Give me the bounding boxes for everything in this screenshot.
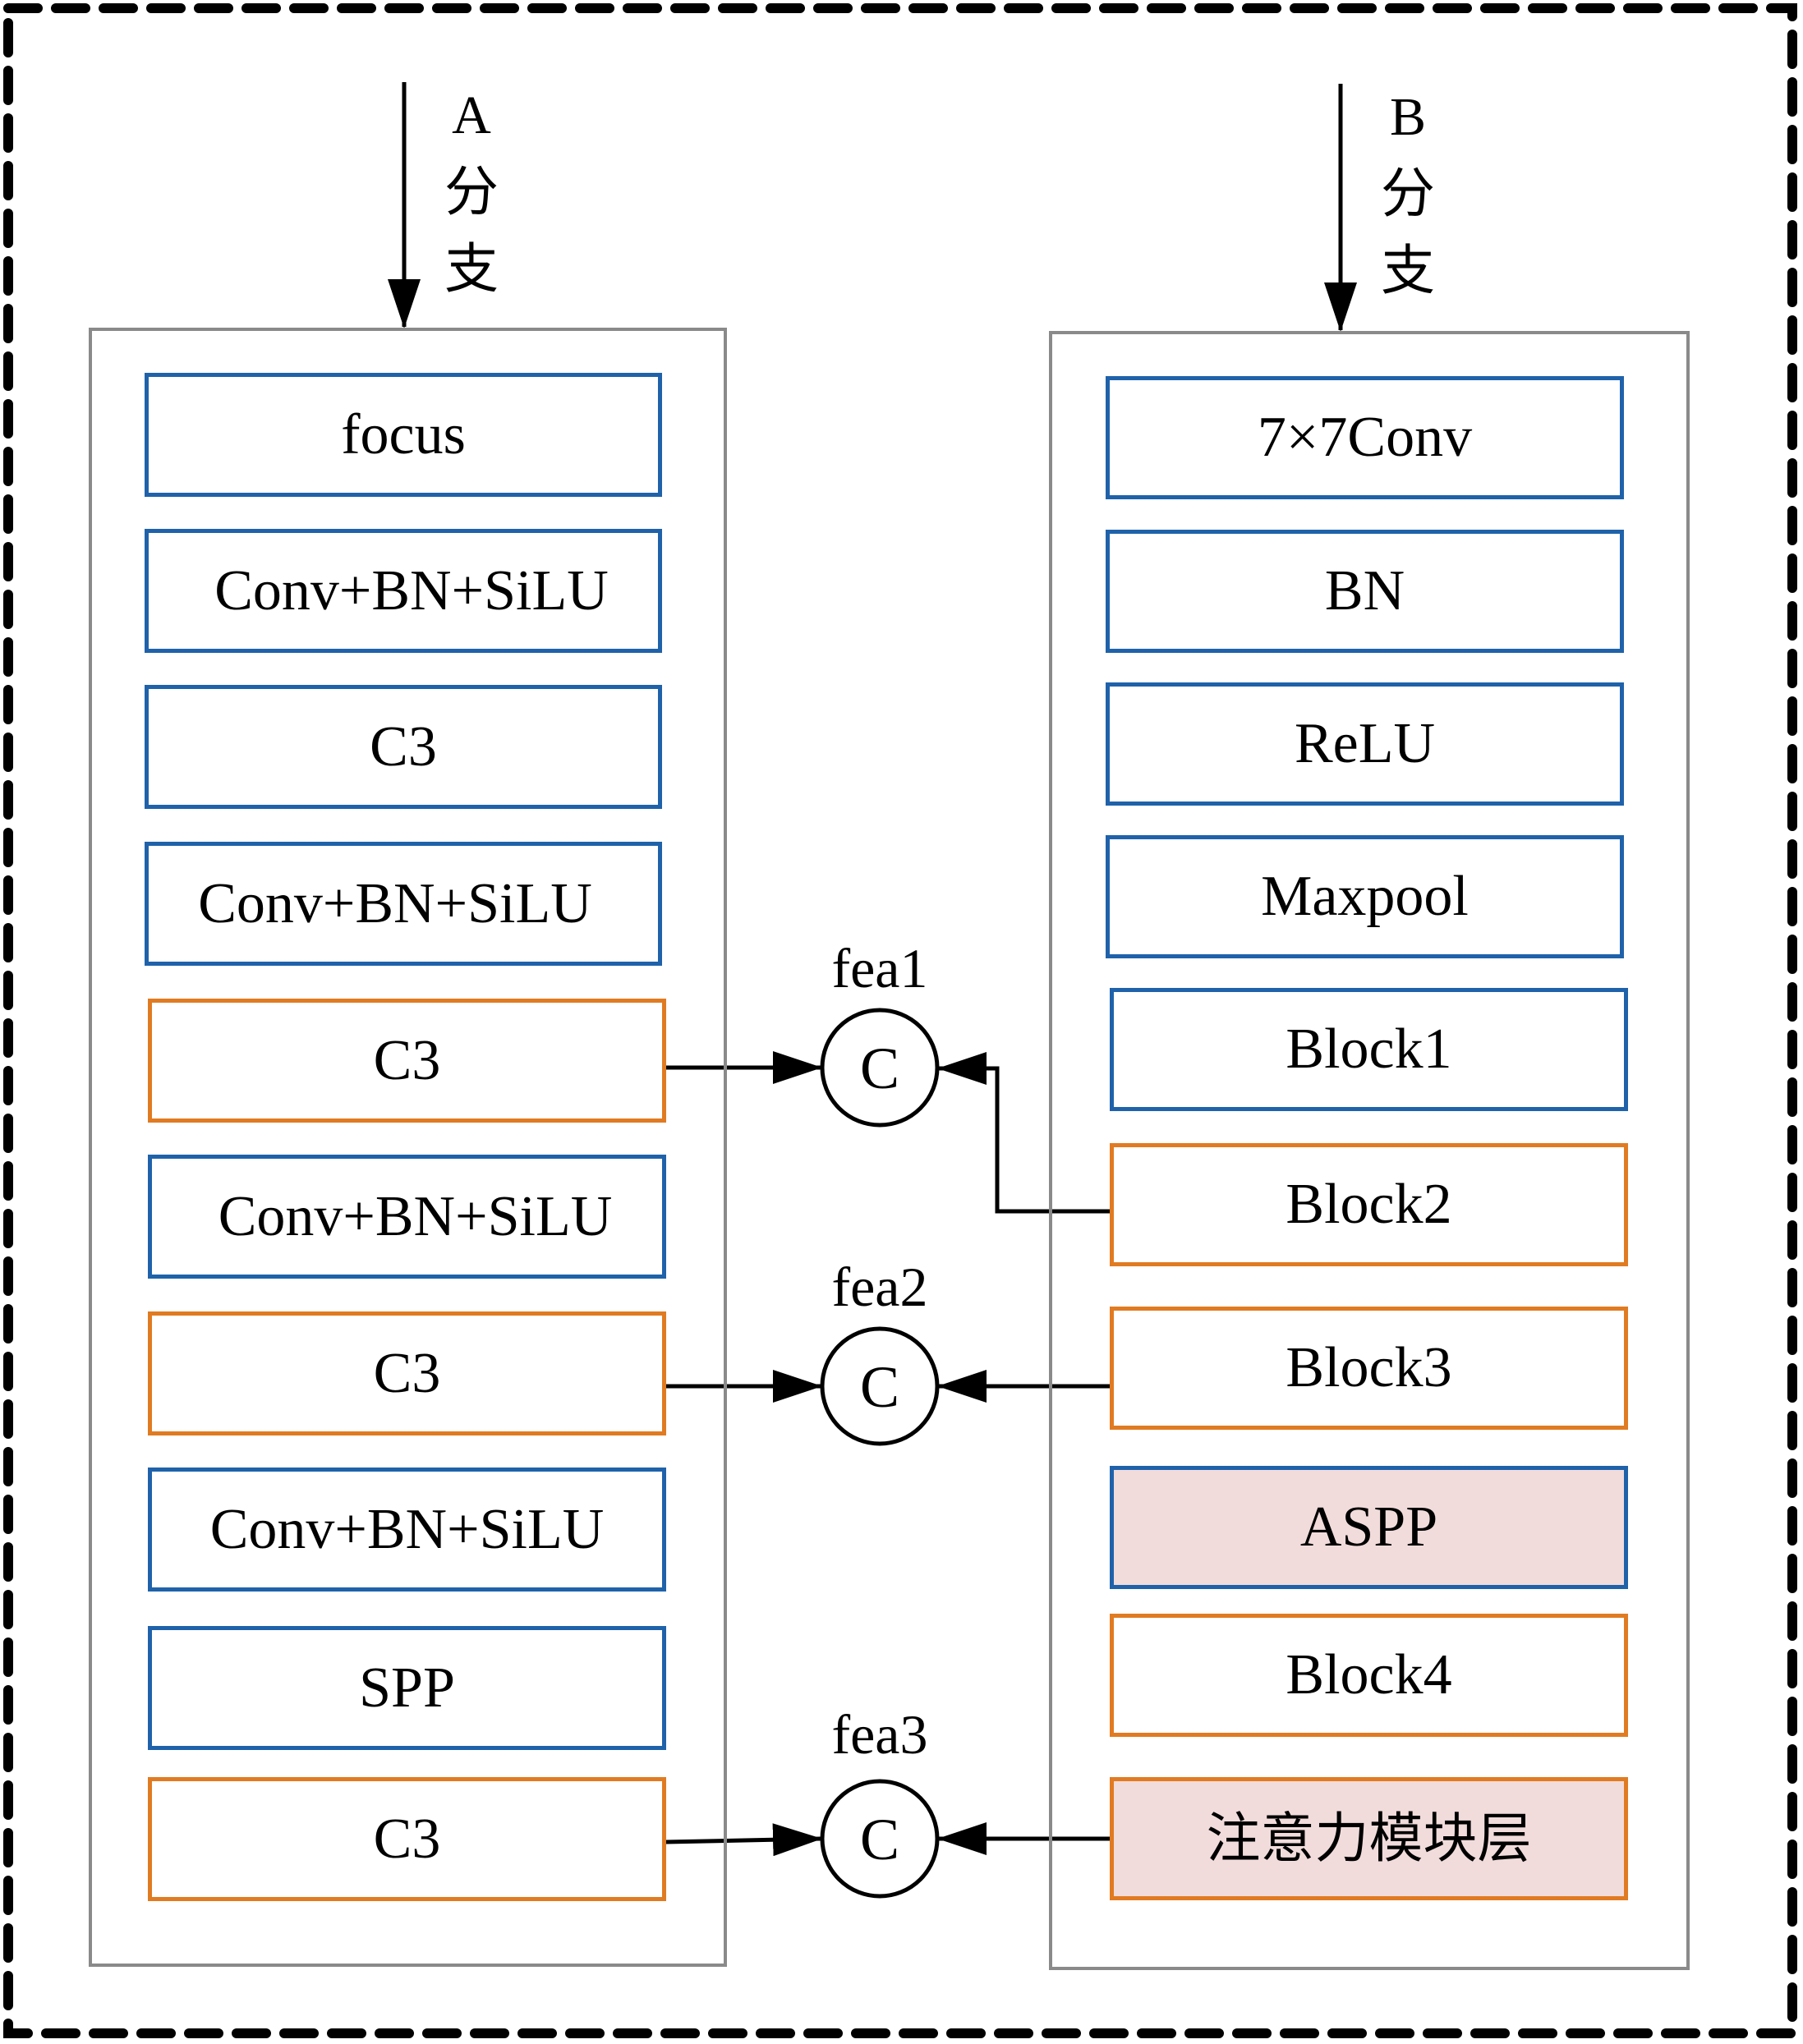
fea1-arrow-from-b <box>937 1052 1113 1214</box>
fea1-label: fea1 <box>831 937 927 999</box>
branch-b-char-2: 支 <box>1381 241 1435 301</box>
block-label: Conv+BN+SiLU <box>198 871 592 935</box>
branch-b-block-block2[interactable]: Block2 <box>1110 1143 1628 1266</box>
branch-b-block-7x7conv[interactable]: 7×7Conv <box>1106 376 1624 499</box>
block-label: Block1 <box>1286 1017 1452 1081</box>
branch-a-block-conv-bn-silu-1[interactable]: Conv+BN+SiLU <box>145 529 662 653</box>
branch-b-block-block3[interactable]: Block3 <box>1110 1307 1628 1430</box>
block-label: Conv+BN+SiLU <box>214 558 609 622</box>
branch-a-block-c3-2[interactable]: C3 <box>148 999 666 1123</box>
branch-b-block-block1[interactable]: Block1 <box>1110 988 1628 1111</box>
branch-a-block-conv-bn-silu-2[interactable]: Conv+BN+SiLU <box>145 842 662 966</box>
block-label: BN <box>1324 559 1405 622</box>
fusion-node-fea1: C <box>820 1008 940 1128</box>
outer-dashed-frame <box>3 3 1797 2038</box>
block-label: 注意力模块层 <box>1206 1807 1532 1870</box>
fea2-label: fea2 <box>831 1256 927 1318</box>
branch-a-block-c3-4[interactable]: C3 <box>148 1777 666 1901</box>
branch-b-block-maxpool[interactable]: Maxpool <box>1106 835 1624 958</box>
block-label: ASPP <box>1299 1495 1438 1559</box>
branch-a-block-focus[interactable]: focus <box>145 373 662 497</box>
branch-b-label: B 分 支 <box>1375 90 1441 299</box>
branch-a-block-spp[interactable]: SPP <box>148 1626 666 1750</box>
block-label: Conv+BN+SiLU <box>218 1184 613 1248</box>
branch-a-block-conv-bn-silu-3[interactable]: Conv+BN+SiLU <box>148 1155 666 1279</box>
branch-a-block-conv-bn-silu-4[interactable]: Conv+BN+SiLU <box>148 1468 666 1592</box>
branch-b-block-relu[interactable]: ReLU <box>1106 682 1624 806</box>
branch-a-label: A 分 支 <box>439 89 504 297</box>
block-label: Conv+BN+SiLU <box>209 1497 605 1561</box>
branch-b-block-block4[interactable]: Block4 <box>1110 1614 1628 1737</box>
fea3-label: fea3 <box>831 1703 927 1766</box>
block-label: C3 <box>373 1807 441 1871</box>
branch-b-char-1: 分 <box>1381 164 1435 224</box>
branch-a-char-2: 支 <box>444 240 499 300</box>
block-label: C3 <box>373 1028 441 1092</box>
branch-a-char-1: 分 <box>444 163 499 223</box>
fusion-node-fea3: C <box>820 1779 940 1899</box>
block-label: ReLU <box>1294 712 1436 775</box>
fea3-arrow-from-a <box>665 1823 822 1857</box>
branch-b-block-bn[interactable]: BN <box>1106 530 1624 653</box>
branch-a-panel <box>89 328 727 1967</box>
branch-a-block-c3-1[interactable]: C3 <box>145 685 662 809</box>
block-label: SPP <box>359 1656 455 1720</box>
branch-b-block-aspp[interactable]: ASPP <box>1110 1466 1628 1589</box>
block-label: Block2 <box>1286 1173 1452 1236</box>
concat-symbol: C <box>860 1036 899 1101</box>
block-label: C3 <box>370 714 437 779</box>
concat-symbol: C <box>860 1807 899 1872</box>
block-label: Maxpool <box>1261 865 1469 928</box>
branch-b-block-attention-layer[interactable]: 注意力模块层 <box>1110 1777 1628 1900</box>
branch-b-letter: B <box>1389 87 1427 147</box>
block-label: focus <box>341 402 466 466</box>
block-label: Block4 <box>1286 1643 1452 1706</box>
fusion-node-fea2: C <box>820 1326 940 1446</box>
branch-a-letter: A <box>452 85 491 145</box>
branch-a-block-c3-3[interactable]: C3 <box>148 1311 666 1435</box>
concat-symbol: C <box>860 1354 899 1420</box>
block-label: 7×7Conv <box>1257 406 1473 469</box>
branch-b-panel <box>1049 331 1690 1970</box>
block-label: Block3 <box>1286 1336 1452 1399</box>
block-label: C3 <box>373 1341 441 1405</box>
